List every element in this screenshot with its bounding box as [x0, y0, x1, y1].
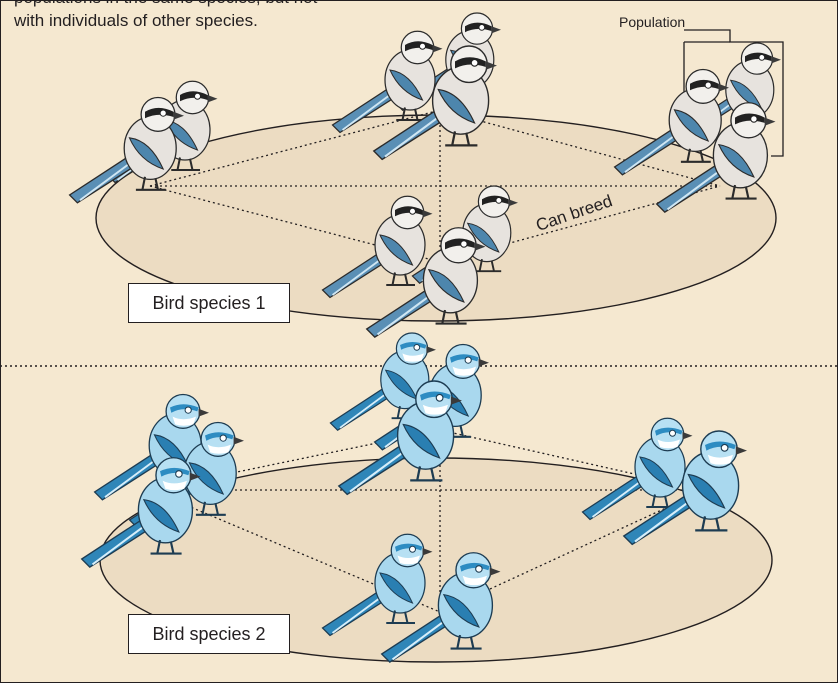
- species-1-label-box: Bird species 1: [128, 283, 290, 323]
- population-label: Population: [619, 14, 685, 30]
- caption-line-1: populations in the same species, but not: [14, 0, 374, 9]
- caption-text: populations in the same species, but not…: [14, 0, 374, 32]
- species-1-label: Bird species 1: [152, 293, 265, 314]
- caption-line-2: with individuals of other species.: [14, 9, 374, 32]
- species-2-label: Bird species 2: [152, 624, 265, 645]
- species-2-label-box: Bird species 2: [128, 614, 290, 654]
